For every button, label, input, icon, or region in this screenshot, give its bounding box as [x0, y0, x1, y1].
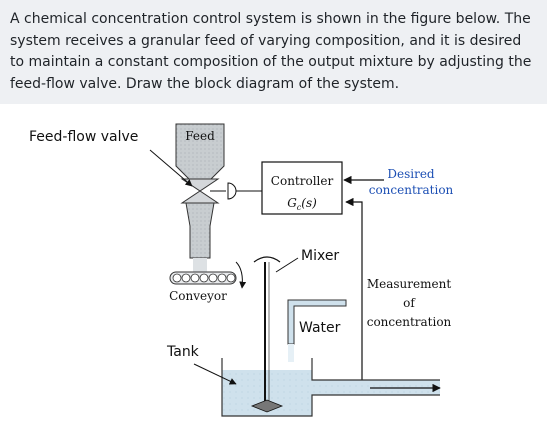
tank-label: Tank — [166, 344, 200, 360]
conveyor-label: Conveyor — [169, 289, 227, 303]
feed-stream — [193, 258, 207, 272]
mixer-rotation-icon — [253, 256, 281, 263]
question-text: A chemical concentration control system … — [0, 0, 547, 104]
mixer-label: Mixer — [301, 248, 339, 264]
tank-liquid — [222, 370, 440, 416]
controller-block — [261, 161, 343, 215]
valve-pointer — [149, 149, 193, 187]
tank-walls — [221, 358, 440, 417]
conveyor-rollers — [172, 273, 236, 283]
tank-pointer — [193, 363, 237, 385]
water-label: Water — [299, 320, 341, 336]
desired-label-line1: Desired — [387, 167, 435, 181]
feed-chute — [185, 202, 215, 259]
controller-label: Controller — [271, 174, 334, 188]
feed-label: Feed — [185, 129, 215, 143]
measurement-label-line3: concentration — [367, 315, 452, 329]
measurement-feedback-line — [345, 197, 363, 388]
mixer-impeller — [250, 399, 284, 413]
water-stream — [288, 344, 294, 362]
conveyor-discharge-arrow — [235, 261, 247, 289]
measurement-label-line1: Measurement — [367, 277, 451, 291]
feed-hopper — [175, 123, 225, 191]
desired-label-line2: concentration — [369, 183, 454, 197]
valve-actuator — [227, 182, 237, 200]
mixer-pointer — [275, 257, 299, 273]
measurement-label-line2: of — [403, 296, 416, 310]
controller-transfer-function: Gc(s) — [287, 196, 317, 212]
feed-flow-valve-label: Feed-flow valve — [29, 129, 138, 145]
